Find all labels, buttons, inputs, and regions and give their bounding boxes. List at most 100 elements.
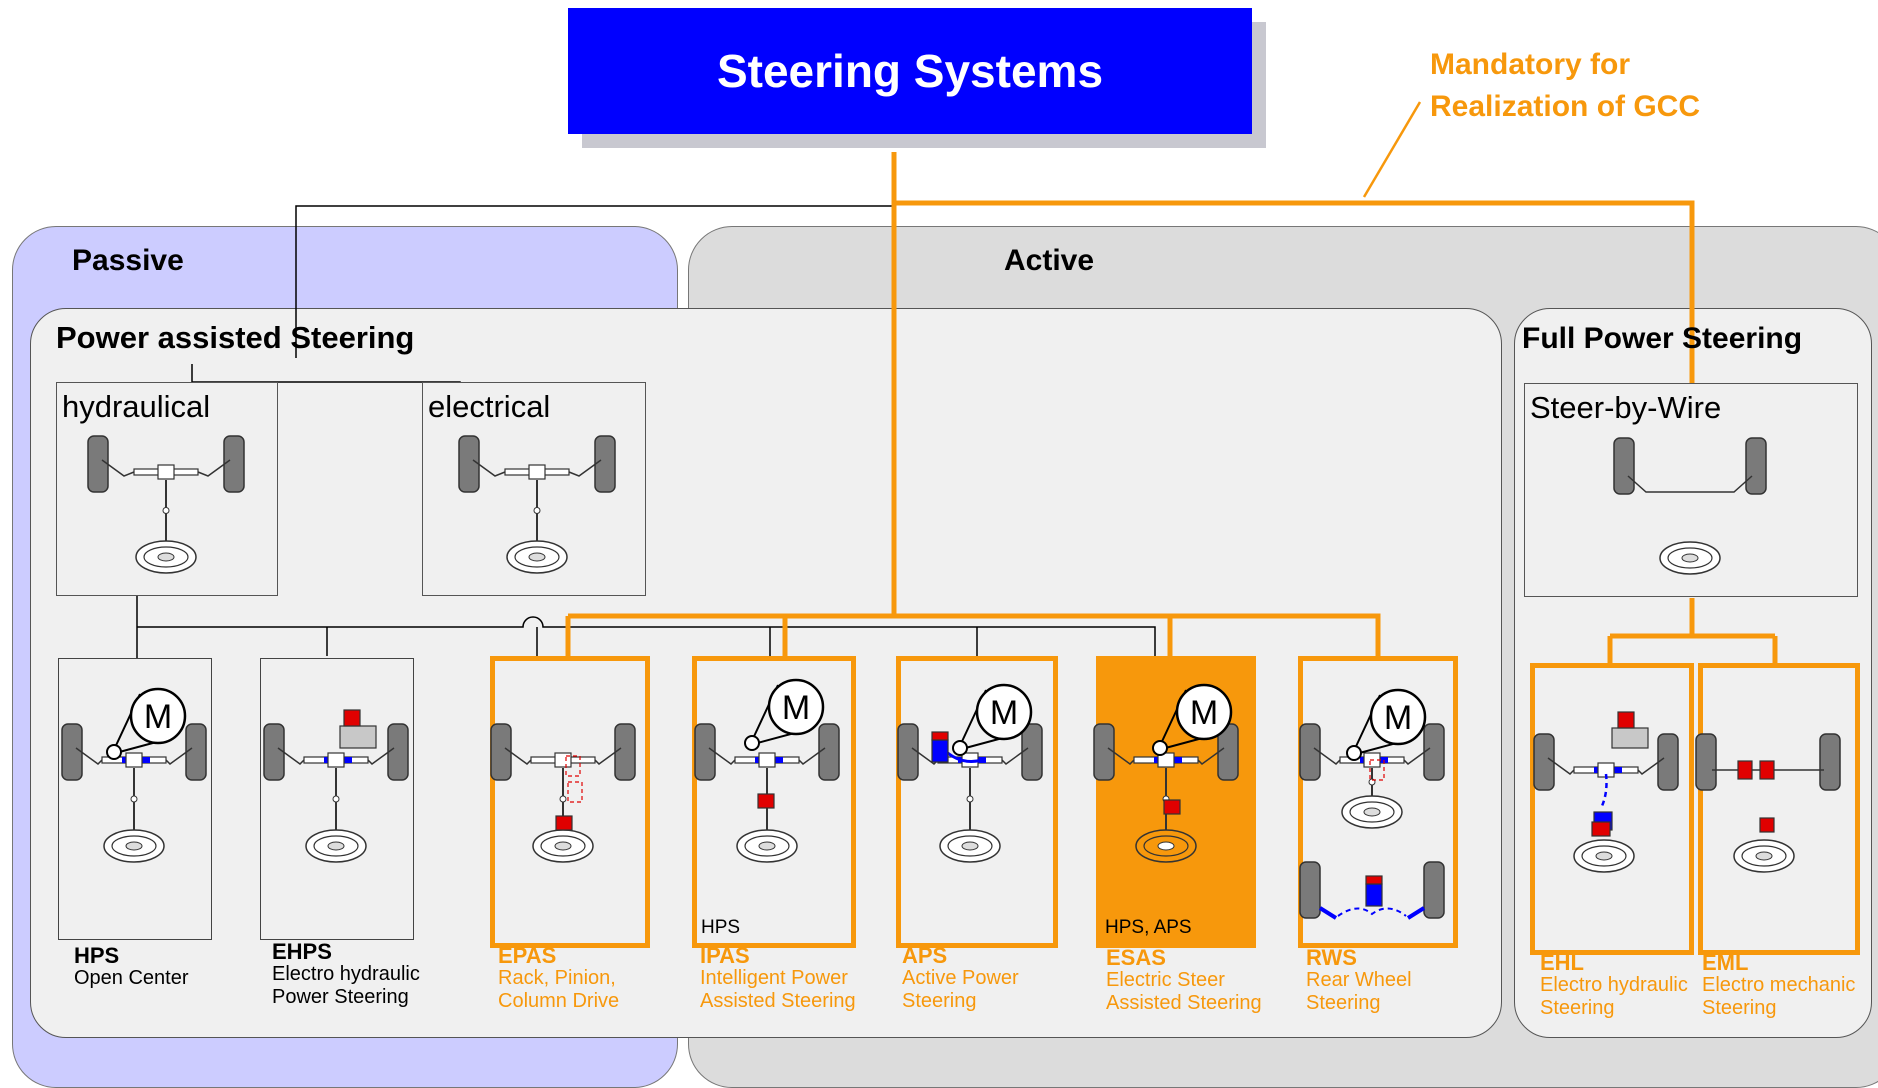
wheel <box>87 435 109 493</box>
caption-epas-line-1: Rack, Pinion, <box>498 967 616 989</box>
valve-unit <box>1617 711 1635 729</box>
card-eml <box>1698 663 1860 955</box>
caption-rws: RWS Rear Wheel Steering <box>1306 946 1412 1015</box>
electrical-label: electrical <box>428 389 551 424</box>
motor-label: M <box>990 694 1018 732</box>
chassis-steer-by-wire <box>1613 437 1767 575</box>
mandatory-note-line-1: Mandatory for <box>1430 48 1631 81</box>
rear-hydraulic-line <box>1337 907 1407 917</box>
wheel <box>1423 723 1445 781</box>
caption-esas-line-1: Electric Steer <box>1106 969 1225 991</box>
wheel <box>490 723 512 781</box>
diagram-title: Steering Systems <box>568 8 1252 134</box>
wheel <box>387 723 409 781</box>
wheel <box>1745 437 1767 495</box>
caption-eml-line-1: Electro mechanic <box>1702 974 1856 996</box>
actuator-valve <box>1591 821 1611 837</box>
caption-rws-line-2: Steering <box>1306 992 1381 1014</box>
caption-rws-line-1: Rear Wheel <box>1306 969 1412 991</box>
motor-label: M <box>1384 699 1412 737</box>
caption-ehps-line-2: Power Steering <box>272 986 409 1008</box>
caption-epas: EPAS Rack, Pinion, Column Drive <box>498 944 619 1013</box>
steering-gear <box>528 464 546 480</box>
chassis-ipas: M <box>694 678 840 863</box>
chassis-ehl <box>1533 711 1679 873</box>
chassis-hydraulical <box>87 435 245 574</box>
caption-esas-line-2: Assisted Steering <box>1106 992 1262 1014</box>
caption-eml: EML Electro mechanic Steering <box>1702 951 1855 1020</box>
right-actuator <box>1759 760 1775 780</box>
caption-rws-abbr: RWS <box>1306 945 1357 970</box>
caption-ipas: IPAS Intelligent Power Assisted Steering <box>700 944 856 1013</box>
steering-gear <box>157 464 175 480</box>
caption-epas-abbr: EPAS <box>498 943 557 968</box>
caption-esas: ESAS Electric Steer Assisted Steering <box>1106 946 1262 1015</box>
caption-epas-line-2: Column Drive <box>498 990 620 1012</box>
hydraulic-actuator <box>931 739 949 763</box>
wheel <box>818 723 840 781</box>
motor-position-dashed <box>1369 759 1385 781</box>
motor-label: M <box>1190 694 1218 732</box>
chassis-eml <box>1695 733 1841 873</box>
caption-aps-line-1: Active Power <box>902 967 1019 989</box>
wheel <box>1613 437 1635 495</box>
caption-hps-abbr: HPS <box>74 943 120 968</box>
caption-ipas-abbr: IPAS <box>700 943 750 968</box>
chassis-electrical <box>458 435 616 574</box>
wheel <box>1423 861 1445 919</box>
hydraulical-label: hydraulical <box>62 389 211 424</box>
motor-icon <box>975 683 1033 741</box>
wheel <box>458 435 480 493</box>
wheel <box>1533 733 1555 791</box>
wheel <box>263 723 285 781</box>
motor-position-dashed <box>567 781 583 803</box>
caption-ipas-line-1: Intelligent Power <box>700 967 848 989</box>
motor-label: M <box>144 698 172 736</box>
caption-ehl: EHL Electro hydraulic Steering <box>1540 951 1688 1020</box>
power-assisted-header: Power assisted Steering <box>56 320 415 355</box>
motor-icon <box>1369 688 1427 746</box>
motor-icon <box>767 678 825 736</box>
card-ehl <box>1530 663 1694 955</box>
steering-feedback-motor <box>1759 817 1775 833</box>
motor-icon <box>1175 683 1233 741</box>
valve-unit <box>343 709 361 727</box>
motor-icon <box>129 687 187 745</box>
caption-aps: APS Active Power Steering <box>902 944 1019 1013</box>
steering-gear <box>758 752 776 768</box>
column-motor <box>555 815 573 831</box>
hydraulic-line <box>1600 773 1608 807</box>
steering-gear <box>554 752 572 768</box>
wheel <box>594 435 616 493</box>
steering-gear <box>327 752 345 768</box>
card-esas-note: HPS, APS <box>1105 917 1192 938</box>
chassis-aps: M <box>897 683 1043 863</box>
caption-hps: HPS Open Center <box>74 944 189 990</box>
caption-ehl-line-1: Electro hydraulic <box>1540 974 1688 996</box>
valve <box>931 731 949 741</box>
caption-ipas-line-2: Assisted Steering <box>700 990 856 1012</box>
wheel <box>1299 723 1321 781</box>
wheel <box>1021 723 1043 781</box>
motor-label: M <box>782 689 810 727</box>
card-ipas-note: HPS <box>701 917 741 938</box>
wheel <box>61 723 83 781</box>
pump-unit <box>1611 727 1649 749</box>
connector-lines <box>136 101 1778 663</box>
chassis-rws: M <box>1299 688 1445 920</box>
wheel <box>1819 733 1841 791</box>
chassis-hps: M <box>61 687 207 863</box>
pump-unit <box>339 725 377 749</box>
chassis-ehps <box>263 709 409 863</box>
wheel <box>1299 861 1321 919</box>
column-actuator <box>1163 799 1181 815</box>
wheel <box>1657 733 1679 791</box>
caption-ehl-line-2: Steering <box>1540 997 1615 1019</box>
caption-ehps-abbr: EHPS <box>272 939 332 964</box>
wheel <box>1093 723 1115 781</box>
caption-aps-line-2: Steering <box>902 990 977 1012</box>
chassis-epas <box>490 723 636 863</box>
caption-esas-abbr: ESAS <box>1106 945 1166 970</box>
caption-eml-abbr: EML <box>1702 950 1749 975</box>
